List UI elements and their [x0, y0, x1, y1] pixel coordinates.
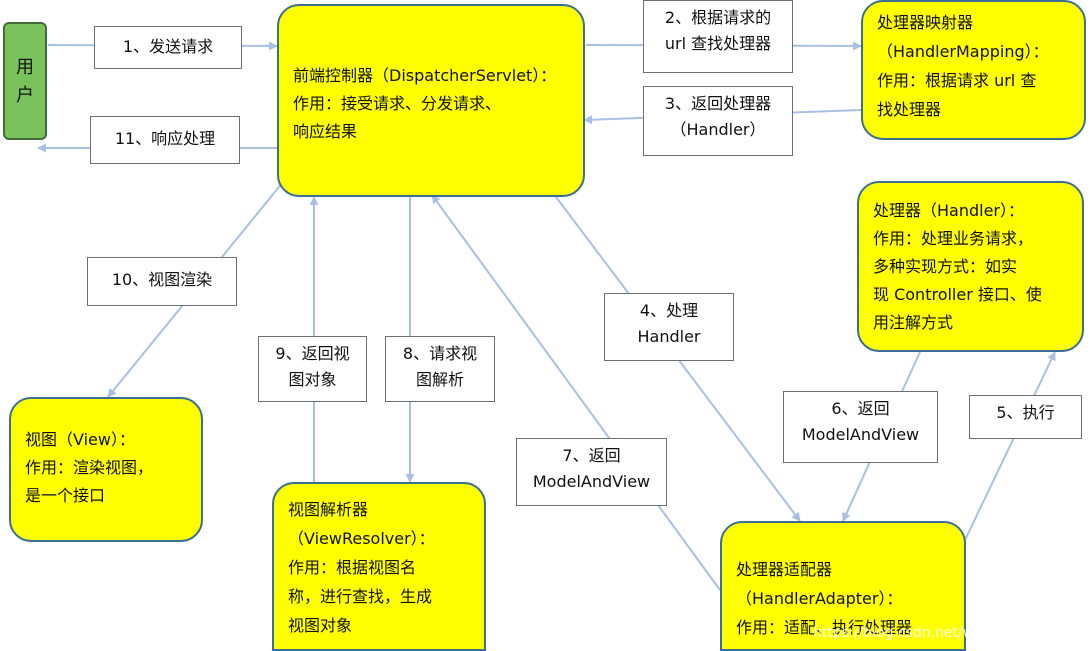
user-node: 用 户 [3, 22, 47, 140]
handler-mapping-node: 处理器映射器 （HandlerMapping）： 作用：根据请求 url 查 找… [861, 0, 1086, 140]
step-7-label: 7、返回 ModelAndView [516, 438, 667, 506]
step-2-label: 2、根据请求的 url 查找处理器 [643, 0, 793, 73]
view-resolver-node: 视图解析器 （ViewResolver）： 作用：根据视图名 称，进行查找，生成… [272, 482, 486, 651]
step-11-label: 11、响应处理 [90, 116, 240, 164]
handler-adapter-node: 处理器适配器 （HandlerAdapter）： 作用：适配、执行处理器 [720, 521, 966, 651]
step-6-label: 6、返回 ModelAndView [783, 391, 938, 463]
step-5-label: 5、执行 [969, 395, 1082, 439]
view-node: 视图（View）： 作用：渲染视图， 是一个接口 [9, 397, 203, 542]
step-1-label: 1、发送请求 [94, 26, 242, 69]
step-10-label: 10、视图渲染 [87, 257, 237, 306]
watermark-text: https://blog.csdn.net/weixin_45627031 [812, 625, 1086, 641]
dispatcher-servlet-node: 前端控制器（DispatcherServlet）： 作用：接受请求、分发请求、 … [277, 4, 585, 197]
handler-node: 处理器（Handler）： 作用：处理业务请求， 多种实现方式：如实 现 Con… [857, 181, 1084, 352]
arrow-handler-adapter-to-handler [964, 351, 1056, 541]
step-8-label: 8、请求视 图解析 [385, 336, 495, 402]
step-9-label: 9、返回视 图对象 [258, 336, 367, 402]
step-3-label: 3、返回处理器 （Handler） [643, 86, 793, 156]
step-4-label: 4、处理 Handler [604, 293, 734, 361]
